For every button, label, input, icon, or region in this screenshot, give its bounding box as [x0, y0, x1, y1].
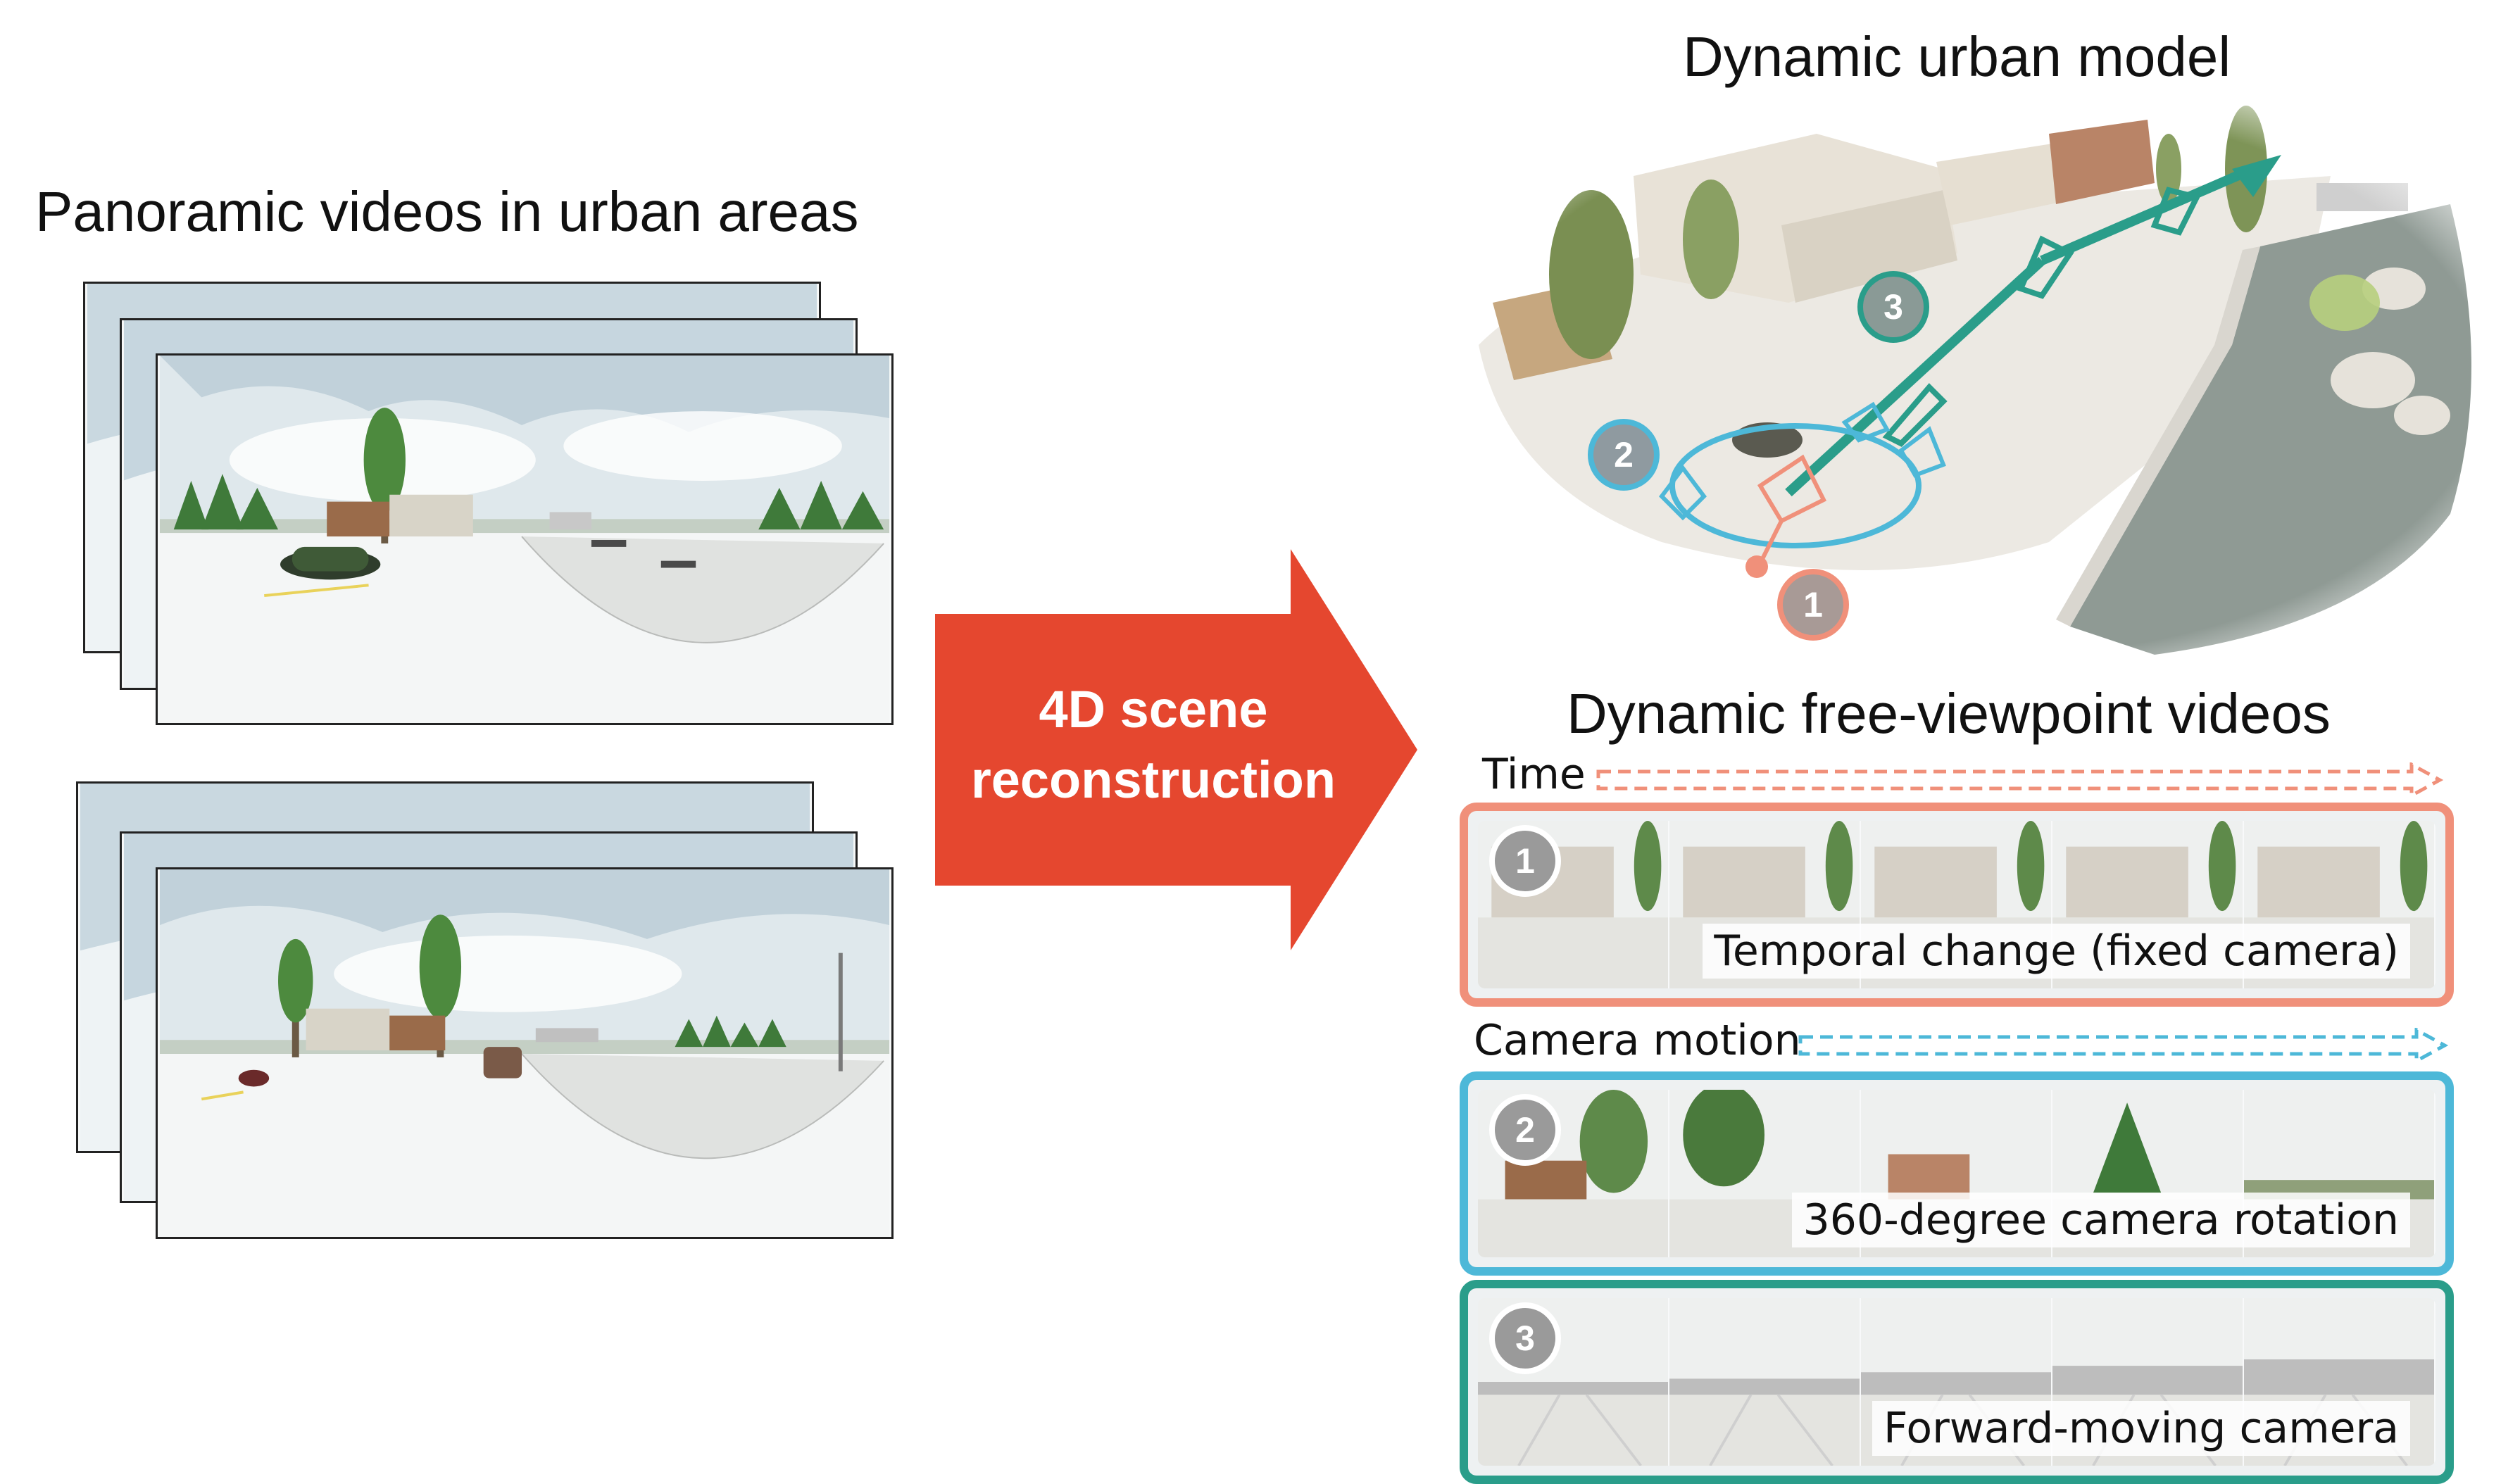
urban-model-render	[1450, 92, 2507, 669]
time-arrow	[1596, 762, 2444, 798]
camera-motion-arrow	[1798, 1028, 2449, 1063]
strip1-label: Temporal change (fixed camera)	[1703, 924, 2410, 979]
strip3-frame-2	[1669, 1298, 1861, 1466]
model-marker-1: 1	[1777, 569, 1849, 641]
dynamic-urban-model-title: Dynamic urban model	[1683, 25, 2231, 88]
camera-motion-label: Camera motion	[1474, 1016, 1801, 1065]
reconstruction-arrow-shape	[935, 549, 1417, 950]
video-strip-forward: 3 Forward-moving camera	[1460, 1280, 2454, 1484]
arrow-label-line2: reconstruction	[970, 750, 1336, 809]
strip1-badge: 1	[1489, 825, 1561, 897]
panoramic-videos-title: Panoramic videos in urban areas	[35, 180, 859, 243]
reconstruction-arrow	[935, 549, 1417, 950]
model-marker-3: 3	[1857, 271, 1929, 343]
panorama-frame-front	[156, 353, 894, 725]
panorama-frame-front-2	[156, 867, 894, 1239]
time-label: Time	[1482, 750, 1586, 799]
strip1-frame-1	[1478, 821, 1669, 988]
model-marker-2: 2	[1588, 419, 1660, 491]
strip2-badge: 2	[1489, 1094, 1561, 1166]
arrow-label-line1: 4D scene	[1039, 680, 1268, 738]
strip3-badge: 3	[1489, 1302, 1561, 1374]
video-strip-temporal: 1 Temporal change (fixed camera)	[1460, 803, 2454, 1007]
strip2-label: 360-degree camera rotation	[1791, 1193, 2410, 1247]
free-viewpoint-videos-title: Dynamic free-viewpoint videos	[1567, 682, 2331, 745]
strip3-label: Forward-moving camera	[1872, 1401, 2410, 1456]
video-strip-rotation: 2 360-degree camera rotation	[1460, 1071, 2454, 1276]
